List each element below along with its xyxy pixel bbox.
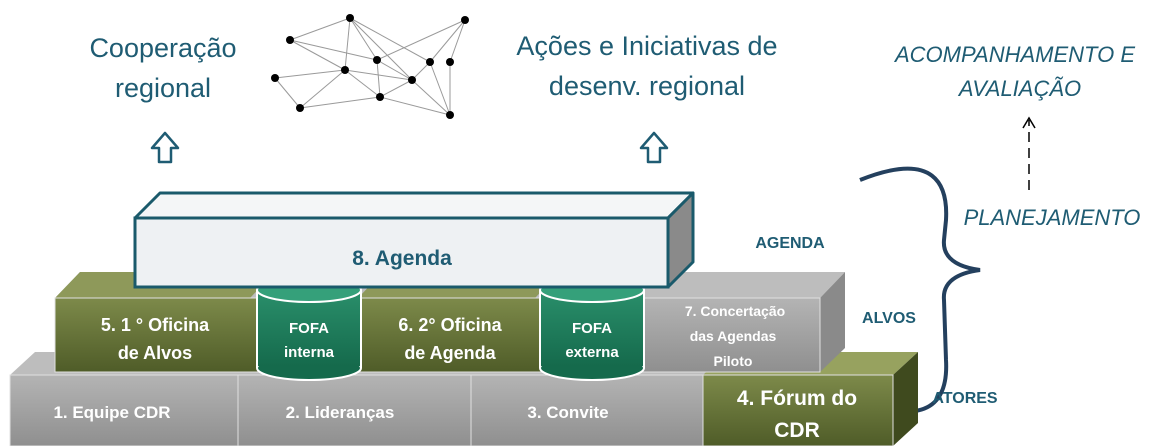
network-nodes: [271, 14, 469, 119]
block-oficina-agenda-line2: de Agenda: [404, 343, 496, 363]
level-agenda-label: AGENDA: [755, 235, 825, 252]
block-oficina-alvos-line1: 5. 1 ° Oficina: [101, 315, 210, 335]
block-oficina-agenda-line1: 6. 2° Oficina: [398, 315, 502, 335]
network-graph-icon: [274, 17, 466, 116]
fofa-externa-line1: FOFA: [572, 320, 612, 337]
planejamento-label: PLANEJAMENTO: [964, 205, 1141, 230]
block-forum-label-line2: CDR: [774, 419, 820, 442]
block-agenda: 8. Agenda: [133, 191, 695, 289]
curly-brace-icon: [859, 166, 981, 414]
block-equipe-cdr: 1. Equipe CDR: [9, 374, 239, 446]
block-convite: 3. Convite: [470, 374, 704, 446]
acoes-title-line2: desenv. regional: [549, 71, 745, 101]
block-forum-label-line1: 4. Fórum do: [737, 387, 857, 410]
block-concertacao-line2: das Agendas: [690, 328, 777, 344]
block-liderancas: 2. Lideranças: [237, 374, 472, 446]
level-alvos-label: ALVOS: [862, 310, 916, 327]
block-equipe-cdr-label: 1. Equipe CDR: [53, 403, 170, 422]
fofa-interna-cylinder: FOFA interna: [256, 277, 362, 381]
fofa-interna-line1: FOFA: [289, 320, 329, 337]
dashed-up-arrow-icon: [1022, 116, 1036, 190]
block-agenda-label: 8. Agenda: [352, 247, 452, 270]
up-arrow-left-icon: [150, 131, 180, 164]
acompanhamento-title-line1: ACOMPANHAMENTO E: [893, 42, 1135, 67]
block-concertacao-line1: 7. Concertação: [685, 303, 785, 319]
block-oficina-alvos-line2: de Alvos: [118, 343, 192, 363]
block-convite-label: 3. Convite: [527, 403, 608, 422]
cooperacao-title-line1: Cooperação: [89, 33, 236, 63]
block-liderancas-label: 2. Lideranças: [286, 403, 395, 422]
block-concertacao-line3: Piloto: [714, 353, 753, 369]
middle-row-side-face: [820, 272, 845, 372]
level-atores-label: ATORES: [932, 390, 998, 407]
fofa-externa-line2: externa: [565, 344, 619, 361]
up-arrow-center-icon: [639, 131, 669, 164]
block-concertacao: 7. Concertação das Agendas Piloto: [642, 297, 821, 373]
cooperacao-title-line2: regional: [115, 73, 211, 103]
fofa-interna-line2: interna: [284, 344, 335, 361]
acompanhamento-title-line2: AVALIAÇÃO: [957, 76, 1081, 101]
fofa-externa-cylinder: FOFA externa: [539, 277, 645, 381]
acoes-title-line1: Ações e Iniciativas de: [516, 31, 777, 61]
